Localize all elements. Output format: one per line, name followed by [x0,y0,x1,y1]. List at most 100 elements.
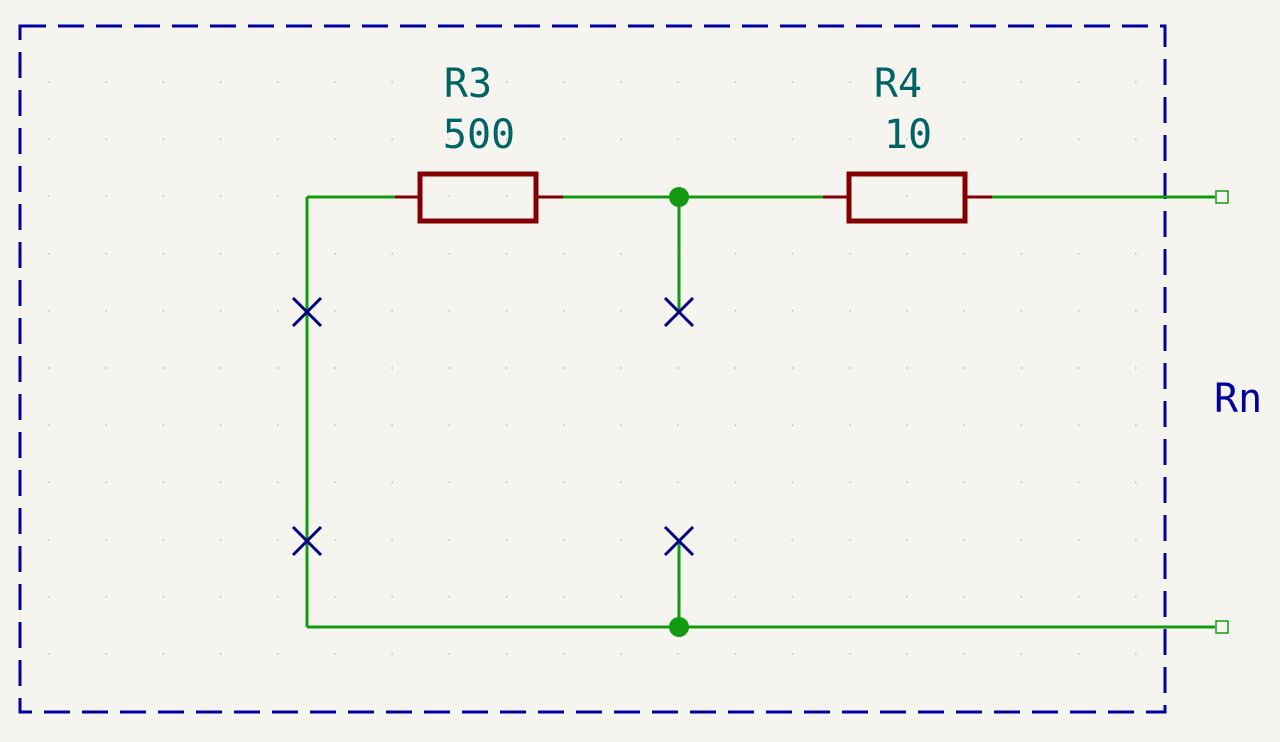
grid-dot [620,367,622,369]
grid-dot [505,195,508,198]
grid-dot [963,481,966,484]
no-connect-marker[interactable] [291,296,323,328]
grid-dot [391,367,394,369]
grid-dot [1077,367,1080,369]
grid-dot [334,138,336,141]
r4-reference-label[interactable]: R4 [874,61,922,107]
grid-dot [562,138,565,141]
grid-dot [448,81,451,83]
grid-dot [848,653,851,655]
grid-dot [620,309,622,312]
grid-dot [219,81,222,83]
grid-dot [448,138,451,141]
grid-dot [562,481,565,484]
grid-dot [906,538,908,541]
grid-dot [505,653,508,655]
no-connect-markers [291,296,695,557]
grid-dot [219,538,222,541]
grid-dot [791,309,794,312]
grid-dot [1134,367,1137,369]
grid-dot [48,81,50,83]
grid-dot [1077,252,1080,255]
no-connect-marker[interactable] [663,296,695,328]
grid-dot [334,309,336,312]
grid-dot [906,195,908,198]
no-connect-marker[interactable] [663,525,695,557]
r4-value-label[interactable]: 10 [884,112,932,158]
grid-dot [1077,481,1080,484]
grid-dot [391,424,394,427]
grid-dot [620,424,622,427]
grid-dot [162,653,165,655]
grid-dot [1134,595,1137,598]
grid-dot [906,309,908,312]
r4-body[interactable] [846,171,968,224]
grid-dot [1020,367,1023,369]
grid-dot [276,653,279,655]
grid-dot [1134,481,1137,484]
grid-dot [391,481,394,484]
grid-dot [391,81,394,83]
grid-dot [1020,424,1023,427]
grid-dot [162,595,165,598]
grid-dot [963,252,966,255]
grid-dot [448,424,451,427]
grid-dot [48,481,50,484]
grid-dot [334,252,336,255]
grid-dot [562,595,565,598]
grid-dot [734,595,737,598]
grid-dot [219,424,222,427]
grid-dot [1134,252,1137,255]
grid-dot [391,538,394,541]
grid-dot [276,81,279,83]
grid-dot [448,309,451,312]
wires [305,195,1215,629]
resistor-r4[interactable]: R4 10 [823,61,992,224]
grid-dot [334,424,336,427]
grid-dot [391,595,394,598]
grid-dot [219,252,222,255]
sheet-border[interactable] [18,24,1167,714]
grid-dot [505,481,508,484]
grid-dot [105,424,108,427]
grid-dot [448,481,451,484]
grid-dot [48,195,50,198]
grid-dot [562,653,565,655]
grid-dot [677,81,680,83]
grid-dot [1020,81,1023,83]
sheet-pin-bottom[interactable] [1215,620,1229,634]
grid-dot [848,595,851,598]
grid-dot [334,481,336,484]
grid-dot [48,424,50,427]
grid-dot [219,195,222,198]
sheet-name-label[interactable]: Rn [1214,376,1262,422]
grid-dot [677,653,680,655]
no-connect-marker[interactable] [291,525,323,557]
grid-dot [1020,481,1023,484]
grid-dot [448,367,451,369]
junction-dot-bottom[interactable] [669,617,689,637]
grid-dot [105,309,108,312]
grid-dot [1020,595,1023,598]
sheet-pin-top[interactable] [1215,190,1229,204]
grid-dot [848,138,851,141]
grid-dot [48,653,50,655]
grid-dot [1134,653,1137,655]
grid-dot [105,653,108,655]
junction-dot-top[interactable] [669,187,689,207]
grid-dot [734,138,737,141]
grid-dot [1077,595,1080,598]
r3-value-label[interactable]: 500 [443,112,515,158]
grid-dot [1077,309,1080,312]
resistor-r3[interactable]: R3 500 [395,61,563,224]
grid-dot [734,252,737,255]
grid-dot [334,595,336,598]
r3-body[interactable] [417,171,539,224]
grid-dot [562,367,565,369]
grid-dot [791,252,794,255]
grid-dot [906,595,908,598]
r3-reference-label[interactable]: R3 [444,61,492,107]
grid-dot [334,81,336,83]
grid-dot [963,424,966,427]
